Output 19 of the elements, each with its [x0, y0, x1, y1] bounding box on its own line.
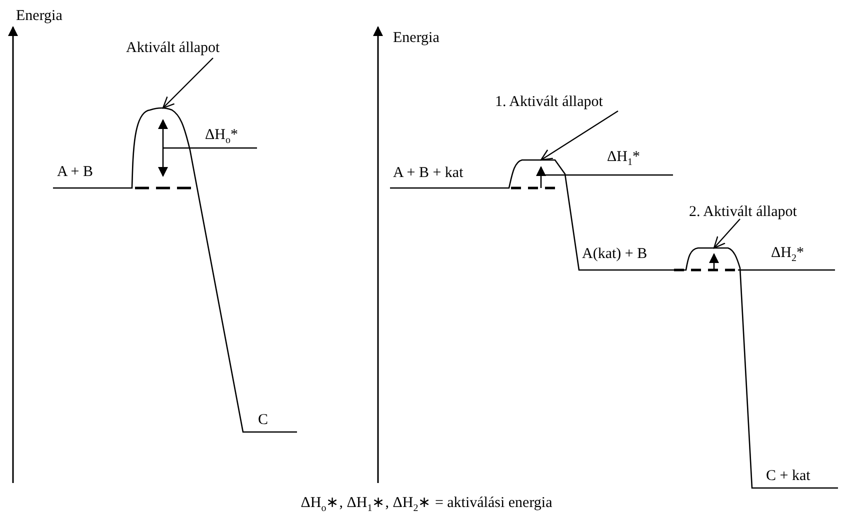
- leader-line: [713, 218, 740, 249]
- energy-profile-curve: [390, 159, 838, 489]
- caption: ΔH$_{o}$∗, ΔH$_{1}$∗, ΔH$_{2}$∗ = aktiválási energia: [300, 494, 554, 512]
- diagram-label: Energia: [393, 29, 440, 47]
- state-label: 1. Aktivált állapot: [495, 93, 603, 111]
- diagram-label: A + B + kat: [393, 164, 464, 182]
- diagram-label: A(kat) + B: [582, 245, 648, 263]
- state-label: 2. Aktivált állapot: [689, 203, 797, 221]
- diagram-label: A + B: [57, 163, 93, 181]
- diagram-label: ΔH$_{o}$*: [205, 126, 238, 144]
- diagram-label: C + kat: [766, 467, 810, 485]
- state-label: Aktivált állapot: [126, 39, 220, 57]
- diagram-label: C: [258, 411, 268, 429]
- diagram-label: ΔH$_{1}$*: [607, 148, 640, 166]
- leader-line: [540, 110, 618, 161]
- energy-profile-curve: [53, 107, 297, 433]
- leader-line: [162, 58, 214, 109]
- diagram-label: Energia: [16, 7, 62, 25]
- diagram-label: ΔH$_{2}$*: [771, 244, 804, 262]
